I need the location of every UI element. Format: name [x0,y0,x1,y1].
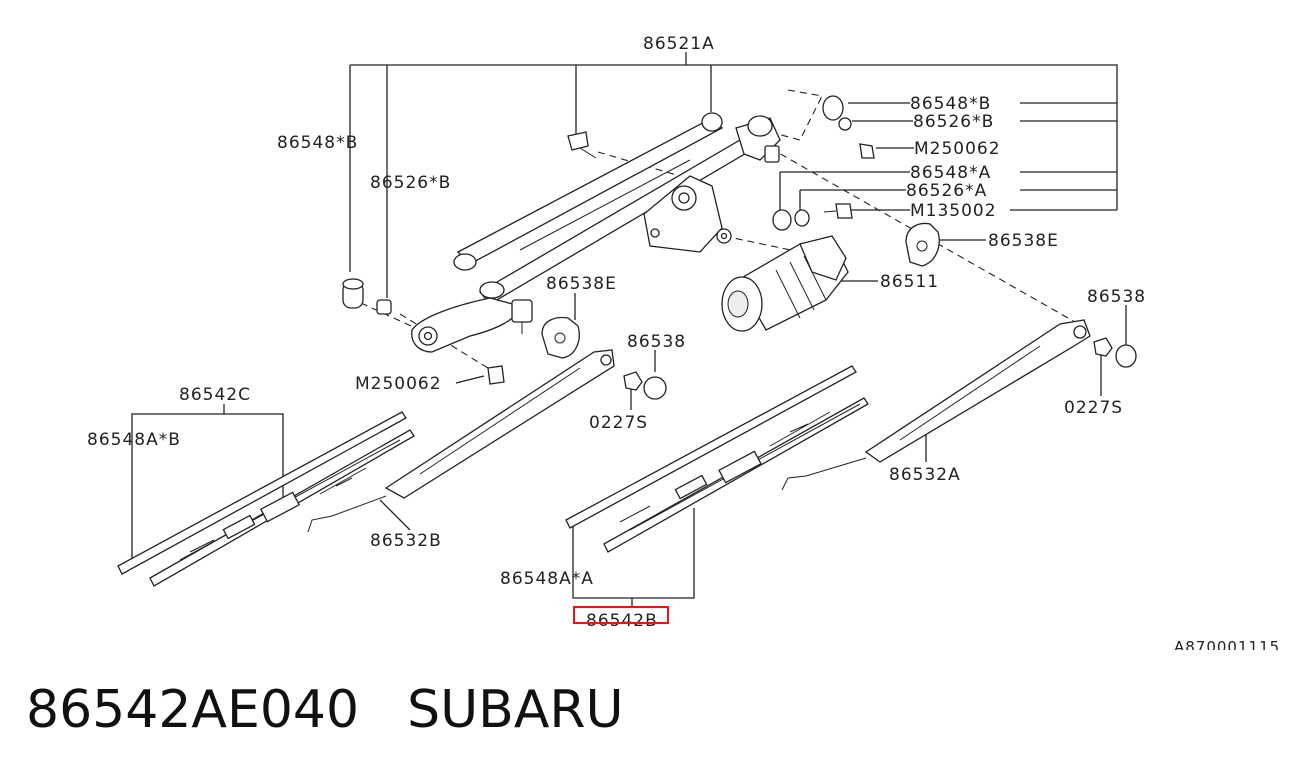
wiper-motor [721,235,849,332]
parts-diagram: 86521A 86548*B 86526*B 86548*B 86526*B M… [87,34,1280,650]
wiper-blade-86542C [117,411,415,587]
label-86526B-left: 86526*B [370,173,451,193]
brand-name: SUBARU [407,680,624,740]
label-M135002: M135002 [910,201,997,221]
label-0227S-right: 0227S [1064,398,1123,418]
part-number: 86542AE040 [26,680,360,740]
label-86542B: 86542B [586,611,658,631]
label-86526B-right: 86526*B [913,112,994,132]
wiper-blade-86542B [565,365,869,553]
label-86538E-mid: 86538E [546,274,617,294]
label-86538-right: 86538 [1087,287,1146,307]
label-86538-mid: 86538 [627,332,686,352]
wiper-arm-86532B [307,349,615,533]
part-caption: 86542AE040 SUBARU [26,680,624,740]
label-86548AA: 86548A*A [500,569,594,589]
label-86526A: 86526*A [906,181,987,201]
label-M250062-bottom: M250062 [355,374,442,394]
label-86548AB: 86548A*B [87,430,181,450]
label-86521A: 86521A [643,34,715,54]
label-86548B-left: 86548*B [277,133,358,153]
diagram-reference-code: A870001115 [1174,638,1280,650]
label-86548A: 86548*A [910,163,991,183]
hardware [342,95,1137,400]
label-86532B: 86532B [370,531,442,551]
wiper-linkage [411,112,781,353]
label-86542C: 86542C [179,385,251,405]
selected-part-highlight [573,606,669,624]
part-labels: 86521A 86548*B 86526*B 86548*B 86526*B M… [87,34,1280,650]
label-0227S-mid: 0227S [589,413,648,433]
label-86511: 86511 [880,272,939,292]
label-M250062-top: M250062 [914,139,1001,159]
label-86538E-right: 86538E [988,231,1059,251]
label-86548B-right: 86548*B [910,94,991,114]
label-86532A: 86532A [889,465,961,485]
wiper-arm-86532A [781,319,1091,491]
